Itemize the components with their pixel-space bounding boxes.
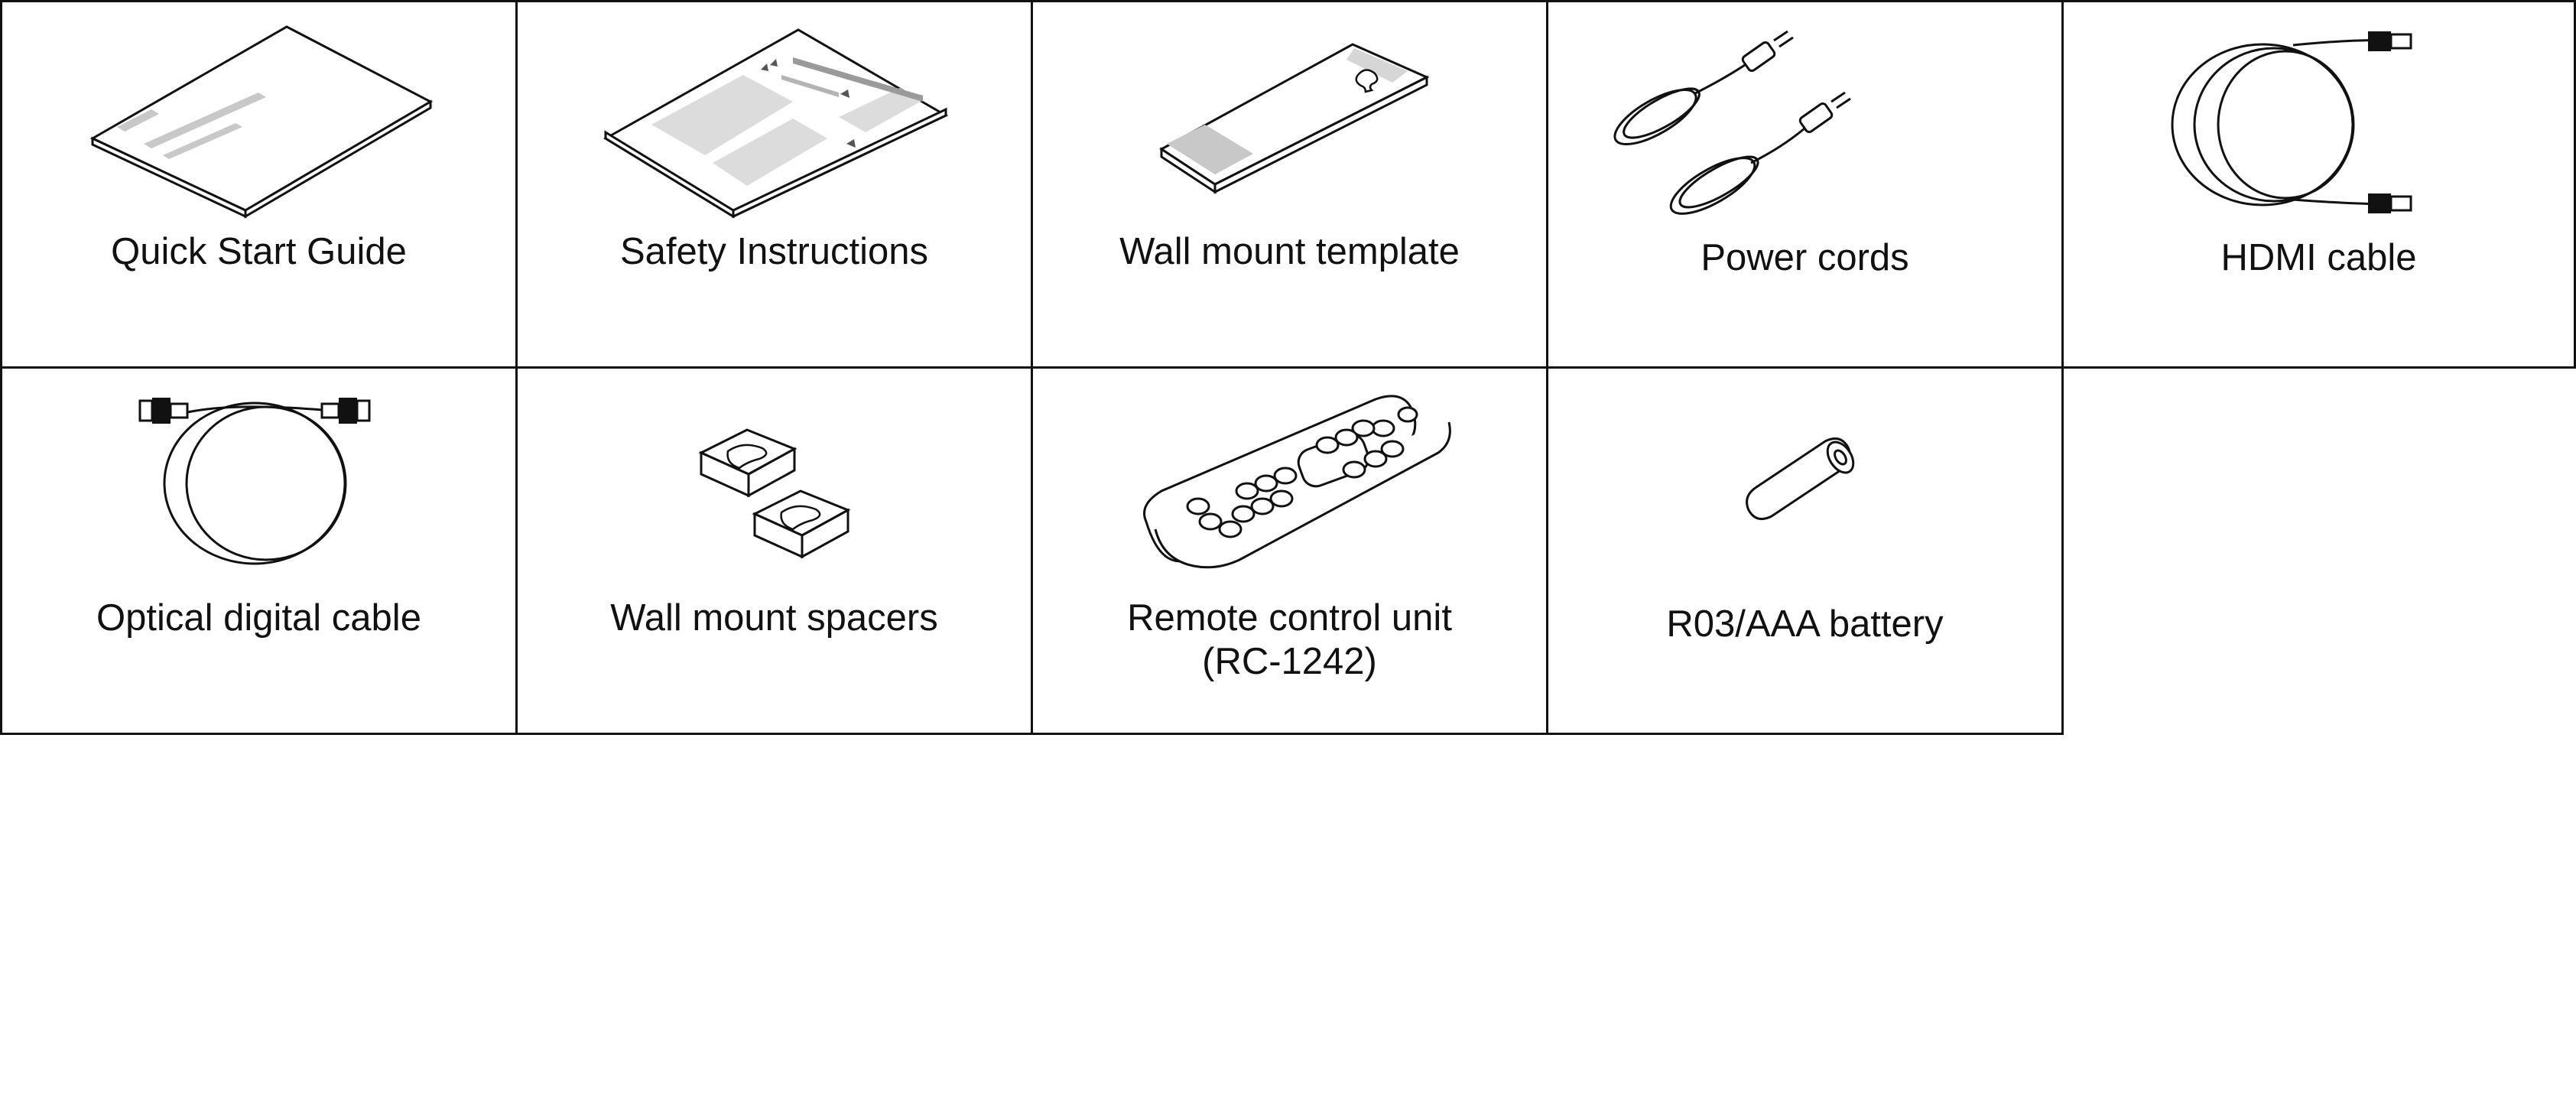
item-label: Safety Instructions xyxy=(619,231,929,272)
cell-battery: R03/AAA battery xyxy=(1546,366,2064,735)
item-model-label: (RC-1242) xyxy=(1202,641,1377,682)
item-label: R03/AAA battery xyxy=(1666,603,1944,645)
cell-remote-control-unit: Remote control unit (RC-1242) xyxy=(1031,366,1548,735)
item-label: Remote control unit xyxy=(1127,597,1452,639)
template-icon xyxy=(1159,43,1430,194)
optical-cable-icon xyxy=(138,398,371,565)
cell-hdmi-cable: HDMI cable xyxy=(2061,0,2576,369)
cell-wall-mount-template: Wall mount template xyxy=(1031,0,1548,369)
cell-wall-mount-spacers: Wall mount spacers xyxy=(515,366,1033,735)
item-label: Quick Start Guide xyxy=(111,231,407,272)
leaflet-icon xyxy=(603,28,949,219)
power-cord-icon xyxy=(1613,30,1851,215)
item-label: Wall mount template xyxy=(1119,231,1460,272)
item-label: Wall mount spacers xyxy=(610,597,938,639)
item-label: Power cords xyxy=(1701,237,1909,278)
cell-safety-instructions: Safety Instructions xyxy=(515,0,1033,369)
cell-quick-start-guide: Quick Start Guide xyxy=(0,0,518,369)
item-label: Optical digital cable xyxy=(96,597,421,639)
battery-icon xyxy=(1746,437,1855,521)
item-label: HDMI cable xyxy=(2220,237,2417,278)
cell-optical-digital-cable: Optical digital cable xyxy=(0,366,518,735)
hdmi-cable-icon xyxy=(2171,31,2412,213)
booklet-icon xyxy=(89,25,434,219)
cell-power-cords: Power cords xyxy=(1546,0,2064,369)
remote-control-icon xyxy=(1143,395,1451,569)
spacer-icon xyxy=(698,428,851,559)
